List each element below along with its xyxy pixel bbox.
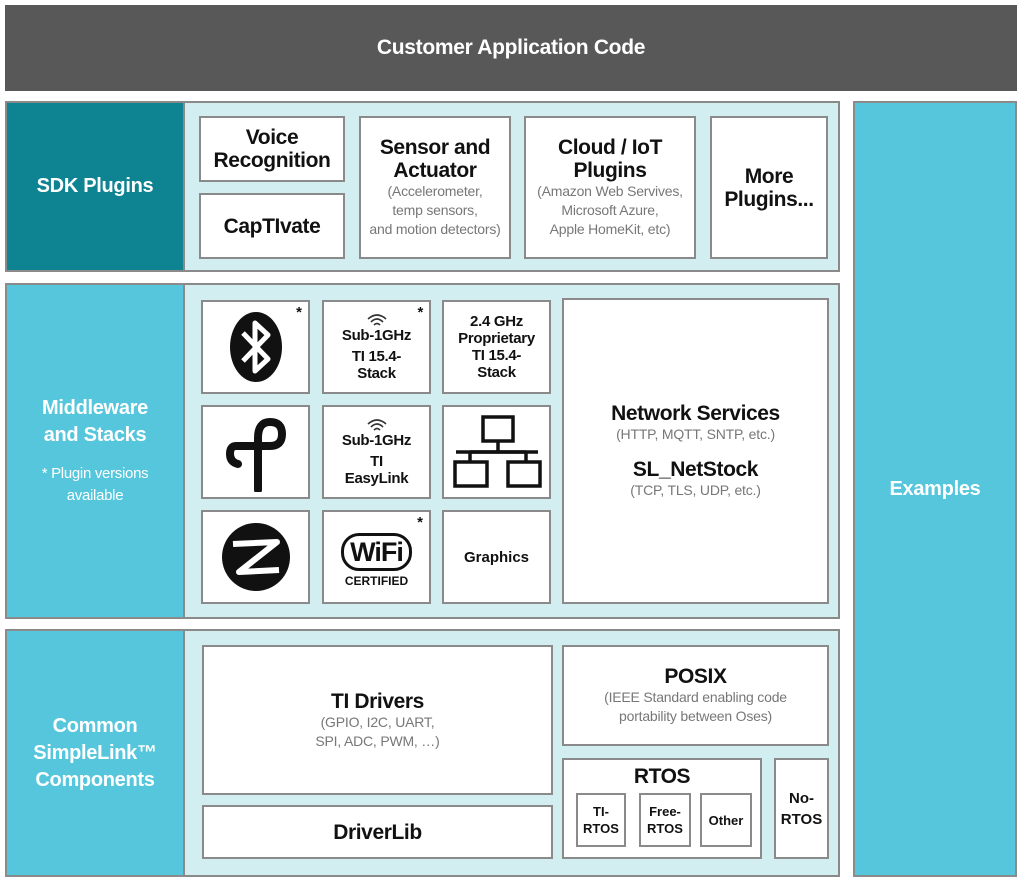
posix-title: POSIX	[664, 665, 727, 688]
netstock-sub: (TCP, TLS, UDP, etc.)	[630, 482, 761, 498]
wifi-certified: CERTIFIED	[344, 573, 409, 588]
thread-box	[201, 405, 310, 499]
ti-rtos-box: TI- RTOS	[576, 793, 626, 847]
bluetooth-star: *	[296, 304, 302, 321]
sub1ghz-154-line-1: Sub-1GHz	[341, 326, 412, 344]
wireless-signal-icon	[366, 418, 387, 431]
sub1ghz-154-line-2: TI 15.4-	[351, 347, 402, 365]
sensor-sub-1: (Accelerometer,	[387, 183, 483, 199]
wifi-logo: WiFi	[341, 532, 412, 571]
header-title: Customer Application Code	[376, 36, 646, 59]
rtos-title: RTOS	[633, 765, 691, 788]
ti-rtos-line-1: TI-	[593, 804, 609, 819]
sub1ghz-154-star: *	[417, 304, 423, 321]
captivate-label: CapTIvate	[223, 214, 321, 238]
captivate-box: CapTIvate	[199, 193, 345, 259]
ghz24-line-2: Proprietary	[458, 330, 535, 347]
cloud-sub-3: Apple HomeKit, etc)	[549, 221, 671, 237]
graphics-box: Graphics	[442, 510, 551, 604]
ghz24-line-3: TI 15.4-	[471, 347, 522, 364]
easylink-line-2: TI	[370, 452, 383, 470]
sensor-title-1: Sensor and	[379, 136, 491, 159]
sub1ghz-154-box: * Sub-1GHz TI 15.4- Stack	[322, 300, 431, 394]
driverlib-box: DriverLib	[202, 805, 553, 859]
wifi-box: * WiFi CERTIFIED	[322, 510, 431, 604]
no-rtos-line-2: RTOS	[780, 810, 823, 828]
network-topology-icon	[452, 415, 542, 488]
customer-application-code-header: Customer Application Code	[5, 5, 1017, 91]
common-label-2: SimpleLink™	[33, 741, 157, 764]
network-services-sub: (HTTP, MQTT, SNTP, etc.)	[616, 426, 775, 442]
note-line-1: * Plugin versions	[41, 465, 149, 482]
ti-rtos-line-2: RTOS	[583, 821, 619, 836]
middleware-label-1: Middleware	[42, 397, 148, 419]
easylink-line-1: Sub-1GHz	[341, 431, 412, 449]
wireless-signal-icon	[366, 313, 387, 326]
ti-drivers-sub-2: SPI, ADC, PWM, …)	[315, 732, 440, 749]
voice-line-2: Recognition	[213, 149, 331, 172]
ghz24-line-4: Stack	[477, 364, 516, 381]
voice-recognition-box: Voice Recognition	[199, 116, 345, 182]
easylink-line-3: EasyLink	[344, 469, 409, 487]
no-rtos-box: No- RTOS	[774, 758, 829, 859]
ghz24-line-1: 2.4 GHz	[470, 313, 523, 330]
cloud-title-1: Cloud / IoT	[557, 136, 663, 159]
examples-label: Examples	[889, 477, 981, 500]
posix-sub-1: (IEEE Standard enabling code	[604, 689, 787, 705]
cloud-sub-1: (Amazon Web Servives,	[537, 183, 683, 199]
middleware-side: Middleware and Stacks * Plugin versions …	[7, 285, 185, 617]
more-line-1: More	[744, 164, 794, 188]
cloud-title-2: Plugins	[573, 159, 647, 182]
other-label: Other	[708, 812, 744, 828]
voice-line-1: Voice	[245, 126, 299, 149]
sdk-plugins-panel: SDK Plugins Voice Recognition CapTIvate …	[5, 101, 840, 272]
examples-column: Examples	[853, 101, 1017, 877]
common-side: Common SimpleLink™ Components	[7, 631, 185, 875]
driverlib-label: DriverLib	[333, 820, 422, 844]
middleware-label-2: and Stacks	[43, 424, 147, 446]
common-label-1: Common	[52, 714, 138, 737]
ghz24-box: 2.4 GHz Proprietary TI 15.4- Stack	[442, 300, 551, 394]
posix-sub-2: portability between Oses)	[619, 708, 772, 724]
more-plugins-box: More Plugins...	[710, 116, 828, 259]
sensor-sub-3: and motion detectors)	[369, 221, 501, 237]
wifi-star: *	[417, 514, 423, 531]
zigbee-icon	[221, 523, 290, 591]
ti-drivers-title: TI Drivers	[331, 689, 424, 713]
posix-box: POSIX (IEEE Standard enabling code porta…	[562, 645, 829, 746]
free-rtos-line-2: RTOS	[647, 821, 683, 836]
other-rtos-box: Other	[700, 793, 752, 847]
sensor-sub-2: temp sensors,	[392, 202, 478, 218]
ti-drivers-sub-1: (GPIO, I2C, UART,	[320, 713, 435, 730]
note-line-2: available	[66, 487, 124, 504]
plugin-versions-note: * Plugin versions available	[42, 463, 149, 507]
bluetooth-box: *	[201, 300, 310, 394]
bluetooth-icon	[229, 312, 282, 382]
middleware-panel: Middleware and Stacks * Plugin versions …	[5, 283, 840, 619]
cloud-sub-2: Microsoft Azure,	[561, 202, 659, 218]
sensor-actuator-box: Sensor and Actuator (Accelerometer, temp…	[359, 116, 511, 259]
ti-drivers-box: TI Drivers (GPIO, I2C, UART, SPI, ADC, P…	[202, 645, 553, 795]
cloud-iot-box: Cloud / IoT Plugins (Amazon Web Servives…	[524, 116, 696, 259]
free-rtos-box: Free- RTOS	[639, 793, 691, 847]
rtos-box: RTOS TI- RTOS Free- RTOS Other	[562, 758, 762, 859]
common-label-3: Components	[35, 768, 155, 791]
sub1ghz-154-line-3: Stack	[357, 364, 396, 382]
common-components-panel: Common SimpleLink™ Components TI Drivers…	[5, 629, 840, 877]
sdk-plugins-side: SDK Plugins	[7, 103, 185, 270]
graphics-label: Graphics	[463, 548, 530, 566]
sdk-plugins-label: SDK Plugins	[36, 175, 154, 197]
netstock-title: SL_NetStock	[632, 458, 759, 481]
network-services-box: Network Services (HTTP, MQTT, SNTP, etc.…	[562, 298, 829, 604]
sensor-title-2: Actuator	[393, 159, 477, 182]
free-rtos-line-1: Free-	[649, 804, 681, 819]
thread-icon	[225, 417, 286, 492]
sub1ghz-easylink-box: Sub-1GHz TI EasyLink	[322, 405, 431, 499]
network-topology-box	[442, 405, 551, 499]
more-line-2: Plugins...	[724, 187, 814, 211]
no-rtos-line-1: No-	[789, 789, 814, 807]
zigbee-box	[201, 510, 310, 604]
network-services-title: Network Services	[611, 402, 780, 425]
wifi-logo-text: WiFi	[350, 536, 404, 567]
